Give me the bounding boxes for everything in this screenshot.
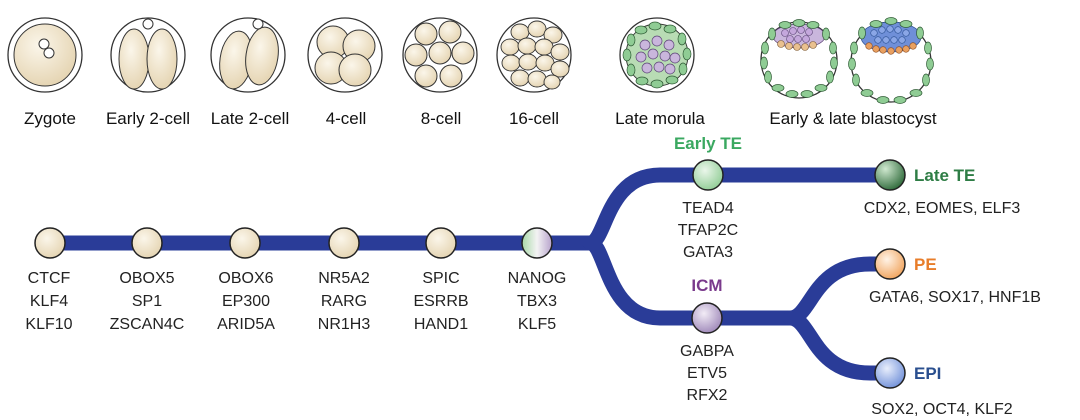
trunk-node bbox=[229, 227, 261, 259]
gene-label: GATA3 bbox=[683, 244, 733, 261]
stage-label-4-cell: 4-cell bbox=[326, 109, 367, 128]
early-te-label: Early TE bbox=[674, 134, 742, 153]
pe-group: PE GATA6, SOX17, HNF1B bbox=[869, 248, 1041, 306]
gene-label: CTCF bbox=[28, 270, 71, 287]
early-te-group: Early TE TEAD4 TFAP2C GATA3 bbox=[674, 134, 742, 261]
8-cell-icon bbox=[402, 17, 478, 93]
gene-label: ESRRB bbox=[413, 293, 468, 310]
gene-label: TFAP2C bbox=[678, 222, 738, 239]
gene-label: KLF10 bbox=[25, 316, 72, 333]
trunk-node bbox=[34, 227, 66, 259]
gene-label: NR1H3 bbox=[318, 316, 371, 333]
stage-label-late-morula: Late morula bbox=[615, 109, 705, 128]
stage-label-16-cell: 16-cell bbox=[509, 109, 559, 128]
stage-label-late-2-cell: Late 2-cell bbox=[211, 109, 289, 128]
embryo-stage-icons bbox=[7, 17, 934, 104]
pe-genes: GATA6, SOX17, HNF1B bbox=[869, 289, 1041, 306]
epi-label: EPI bbox=[914, 364, 941, 383]
gene-label: GABPA bbox=[680, 343, 734, 360]
lineage-paths bbox=[42, 167, 898, 381]
te-branch-path bbox=[582, 167, 898, 251]
trunk-nodes bbox=[34, 227, 553, 259]
gene-label: TEAD4 bbox=[682, 200, 734, 217]
late-blastocyst-icon bbox=[848, 17, 934, 104]
gene-label: ARID5A bbox=[217, 316, 275, 333]
trunk-node bbox=[328, 227, 360, 259]
trunk-node bbox=[131, 227, 163, 259]
zygote-icon bbox=[7, 17, 83, 93]
gene-label: KLF5 bbox=[518, 316, 556, 333]
stage-label-early-2-cell: Early 2-cell bbox=[106, 109, 190, 128]
gene-label: ZSCAN4C bbox=[110, 316, 185, 333]
gene-label: KLF4 bbox=[30, 293, 68, 310]
gene-label: RARG bbox=[321, 293, 367, 310]
late-te-group: Late TE CDX2, EOMES, ELF3 bbox=[864, 159, 1021, 217]
gene-label: HAND1 bbox=[414, 316, 468, 333]
gene-label: OBOX5 bbox=[119, 270, 174, 287]
gene-label: SP1 bbox=[132, 293, 162, 310]
icm-node bbox=[691, 302, 723, 334]
gene-label: NANOG bbox=[508, 270, 567, 287]
pe-node bbox=[874, 248, 906, 280]
stage-labels: Zygote Early 2-cell Late 2-cell 4-cell 8… bbox=[24, 109, 937, 128]
epi-genes: SOX2, OCT4, KLF2 bbox=[871, 401, 1012, 418]
gene-label: SPIC bbox=[422, 270, 459, 287]
gene-label: NR5A2 bbox=[318, 270, 370, 287]
4-cell-icon bbox=[307, 17, 383, 93]
stage-label-zygote: Zygote bbox=[24, 109, 76, 128]
late-2-cell-icon bbox=[210, 17, 286, 93]
pe-label: PE bbox=[914, 255, 937, 274]
icm-branch-path bbox=[582, 235, 798, 326]
trunk-node bbox=[425, 227, 457, 259]
epi-branch-path bbox=[782, 310, 898, 381]
nanog-node bbox=[521, 227, 553, 259]
early-2-cell-icon bbox=[110, 17, 186, 93]
gene-label: RFX2 bbox=[687, 387, 728, 404]
late-morula-icon bbox=[619, 17, 695, 93]
epi-group: EPI SOX2, OCT4, KLF2 bbox=[871, 357, 1013, 418]
early-blastocyst-icon bbox=[760, 19, 838, 99]
late-te-node bbox=[874, 159, 906, 191]
gene-label: ETV5 bbox=[687, 365, 727, 382]
16-cell-icon bbox=[496, 17, 572, 93]
trunk-gene-labels: CTCF KLF4 KLF10 OBOX5 SP1 ZSCAN4C OBOX6 … bbox=[25, 270, 566, 333]
stage-label-blastocyst: Early & late blastocyst bbox=[769, 109, 937, 128]
gene-label: EP300 bbox=[222, 293, 270, 310]
gene-label: TBX3 bbox=[517, 293, 557, 310]
icm-label: ICM bbox=[691, 276, 722, 295]
late-te-label: Late TE bbox=[914, 166, 975, 185]
stage-label-8-cell: 8-cell bbox=[421, 109, 462, 128]
gene-label: OBOX6 bbox=[218, 270, 273, 287]
late-te-genes: CDX2, EOMES, ELF3 bbox=[864, 200, 1021, 217]
icm-group: ICM GABPA ETV5 RFX2 bbox=[680, 276, 734, 404]
epi-node bbox=[874, 357, 906, 389]
early-te-node bbox=[692, 159, 724, 191]
